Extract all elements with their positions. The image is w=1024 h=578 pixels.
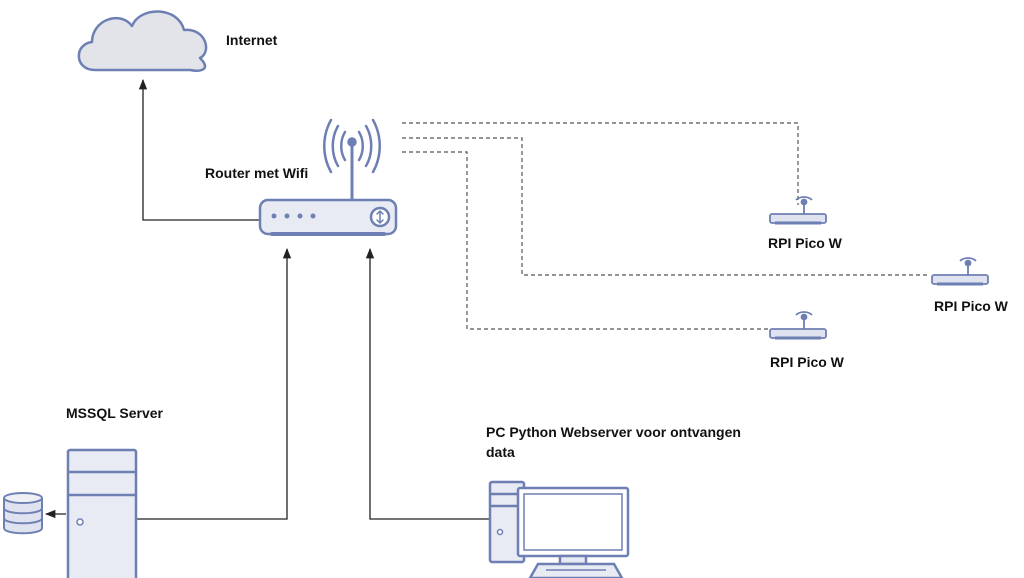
mssql-label: MSSQL Server [66, 405, 164, 421]
pico-2-label: RPI Pico W [934, 298, 1009, 314]
pico-3-label: RPI Pico W [770, 354, 845, 370]
server-tower-icon [66, 448, 138, 578]
pc-label-line-2: data [486, 444, 515, 460]
wifi-link-pico-2 [402, 137, 930, 276]
server-to-router-link [137, 247, 292, 520]
router-to-internet-link [138, 78, 260, 221]
router-label: Router met Wifi [205, 165, 308, 181]
wireless-device-icon [769, 196, 827, 225]
database-icon [3, 492, 43, 535]
cloud-icon [77, 10, 208, 72]
wireless-links [402, 122, 930, 330]
wifi-router-icon [258, 118, 398, 236]
pc-to-router-link [365, 247, 490, 520]
pico-1-label: RPI Pico W [768, 235, 843, 251]
wifi-link-pico-1 [402, 122, 799, 205]
wireless-device-icon [769, 311, 827, 340]
wireless-device-icon [931, 257, 989, 286]
wifi-link-pico-3 [402, 151, 772, 330]
internet-label: Internet [226, 32, 278, 48]
desktop-computer-icon [488, 480, 630, 578]
connection-lines [44, 78, 490, 520]
pc-label-line-1: PC Python Webserver voor ontvangen [486, 424, 741, 440]
